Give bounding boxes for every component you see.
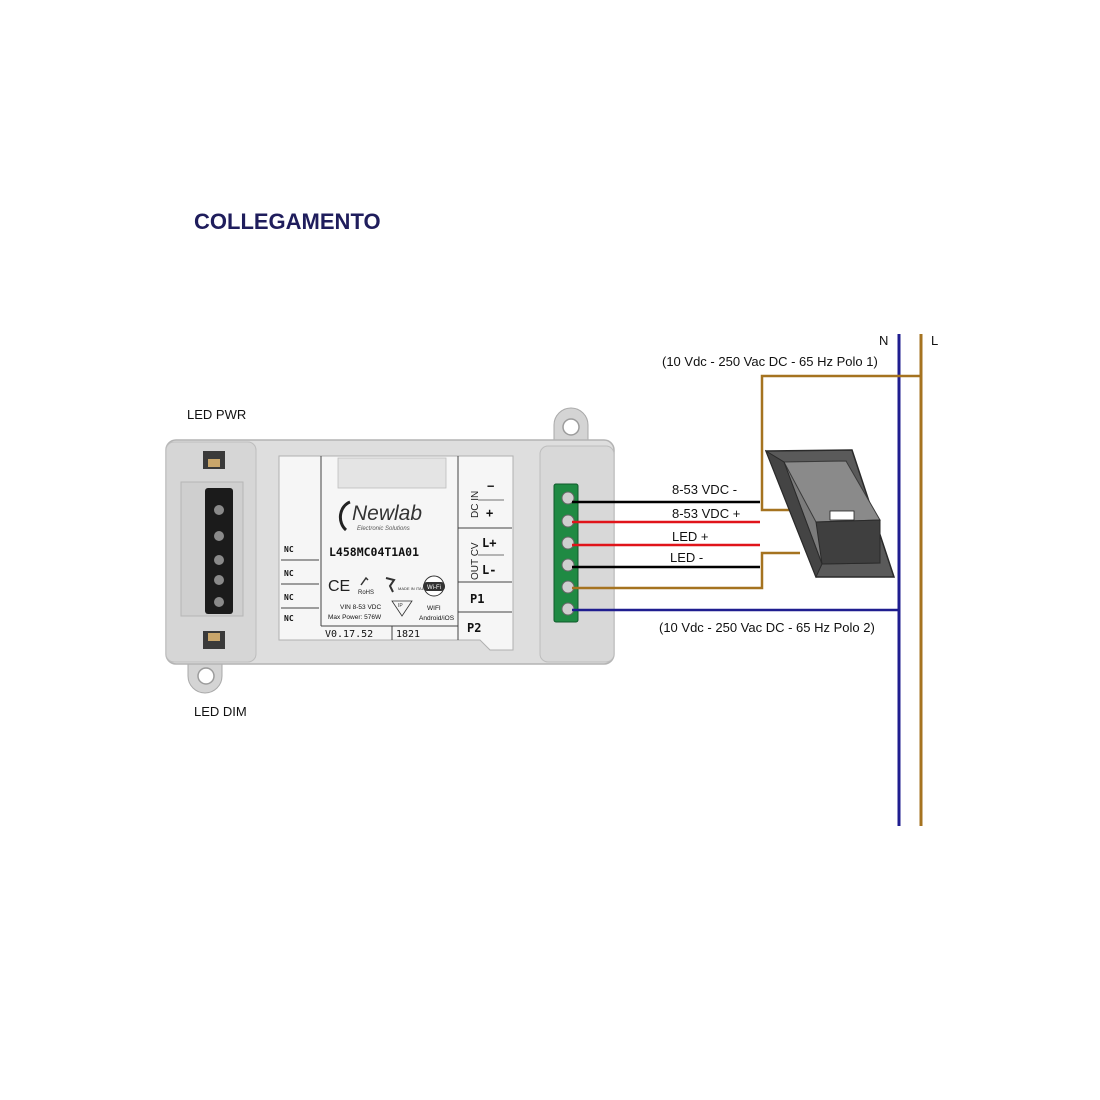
terminal-label-lplus: L+	[482, 536, 496, 550]
made-in-italy-mark: MADE IN ITALY	[398, 586, 427, 591]
out-cv-label: OUT CV	[470, 542, 481, 580]
nc-label: NC	[284, 545, 294, 554]
led-pwr-label: LED PWR	[187, 407, 246, 422]
led-dim-led	[208, 633, 220, 641]
mounting-hole-top	[562, 418, 580, 436]
nc-label: NC	[284, 569, 294, 578]
neutral-label: N	[879, 333, 888, 348]
led-pwr-led	[208, 459, 220, 467]
rohs-check-icon	[360, 576, 369, 586]
sticker-window	[337, 457, 447, 489]
italy-flag-icon	[385, 577, 396, 593]
terminal-screw	[561, 558, 575, 572]
page-title: COLLEGAMENTO	[194, 209, 381, 234]
dc-in-label: DC IN	[470, 491, 481, 518]
newlab-logo: Newlab Electronic Solutions	[338, 500, 422, 532]
left-connector-pin	[214, 575, 224, 585]
left-connector-pin	[214, 555, 224, 565]
wire-label-dc-minus: 8-53 VDC -	[672, 482, 737, 497]
device-label-sticker	[278, 455, 514, 651]
ip-triangle-icon	[391, 600, 413, 617]
brand-name: Newlab	[352, 502, 422, 525]
ip-mark: IP	[398, 603, 403, 609]
wire-label-led-plus: LED +	[672, 529, 709, 544]
led-dim-label: LED DIM	[194, 704, 247, 719]
wire-label-led-minus: LED -	[670, 550, 703, 565]
wifi-logo-band	[423, 582, 445, 591]
wire-p1-switch	[572, 551, 800, 590]
wifi-label: WIFI	[427, 605, 441, 612]
wire-switch-live	[760, 374, 921, 512]
spec-power: Max Power: 576W	[328, 614, 382, 621]
left-connector-pin	[214, 505, 224, 515]
model-number: L458MC04T1A01	[329, 545, 419, 559]
terminal-label-p1: P1	[470, 592, 484, 606]
terminal-block	[553, 483, 579, 623]
wifi-badge: Wi-Fi	[427, 585, 441, 591]
nc-label: NC	[284, 593, 294, 602]
nc-label: NC	[284, 614, 294, 623]
wire-label-dc-plus: 8-53 VDC +	[672, 506, 740, 521]
os-label: Android/iOS	[419, 615, 455, 622]
rocker-switch	[764, 449, 896, 579]
polo1-label: (10 Vdc - 250 Vac DC - 65 Hz Polo 1)	[662, 354, 878, 369]
switch-side	[764, 449, 823, 579]
ce-mark: CE	[328, 578, 350, 595]
firmware-version: V0.17.52	[325, 629, 373, 640]
terminal-label-p2: P2	[467, 621, 481, 635]
terminal-label-lminus: L-	[482, 563, 496, 577]
left-connector-pin	[214, 531, 224, 541]
terminal-screw	[561, 491, 575, 505]
brand-subtitle: Electronic Solutions	[357, 526, 410, 532]
rohs-mark: RoHS	[358, 590, 374, 596]
date-code: 1821	[396, 629, 420, 640]
controller-device: NC NC NC NC Newlab Electronic Solutions …	[165, 407, 615, 694]
switch-indicator-window	[829, 510, 855, 521]
polo2-label: (10 Vdc - 250 Vac DC - 65 Hz Polo 2)	[659, 620, 875, 635]
terminal-label-minus: −	[487, 479, 494, 493]
logo-swoosh-icon	[338, 500, 351, 532]
spec-vin: VIN 8-53 VDC	[340, 604, 381, 611]
left-connector-pin	[214, 597, 224, 607]
terminal-label-plus: +	[486, 506, 493, 520]
mounting-hole-bottom	[197, 667, 215, 685]
live-label: L	[931, 333, 938, 348]
terminal-screw	[561, 536, 575, 550]
left-connector	[205, 488, 233, 614]
switch-rocker-face	[815, 519, 881, 565]
